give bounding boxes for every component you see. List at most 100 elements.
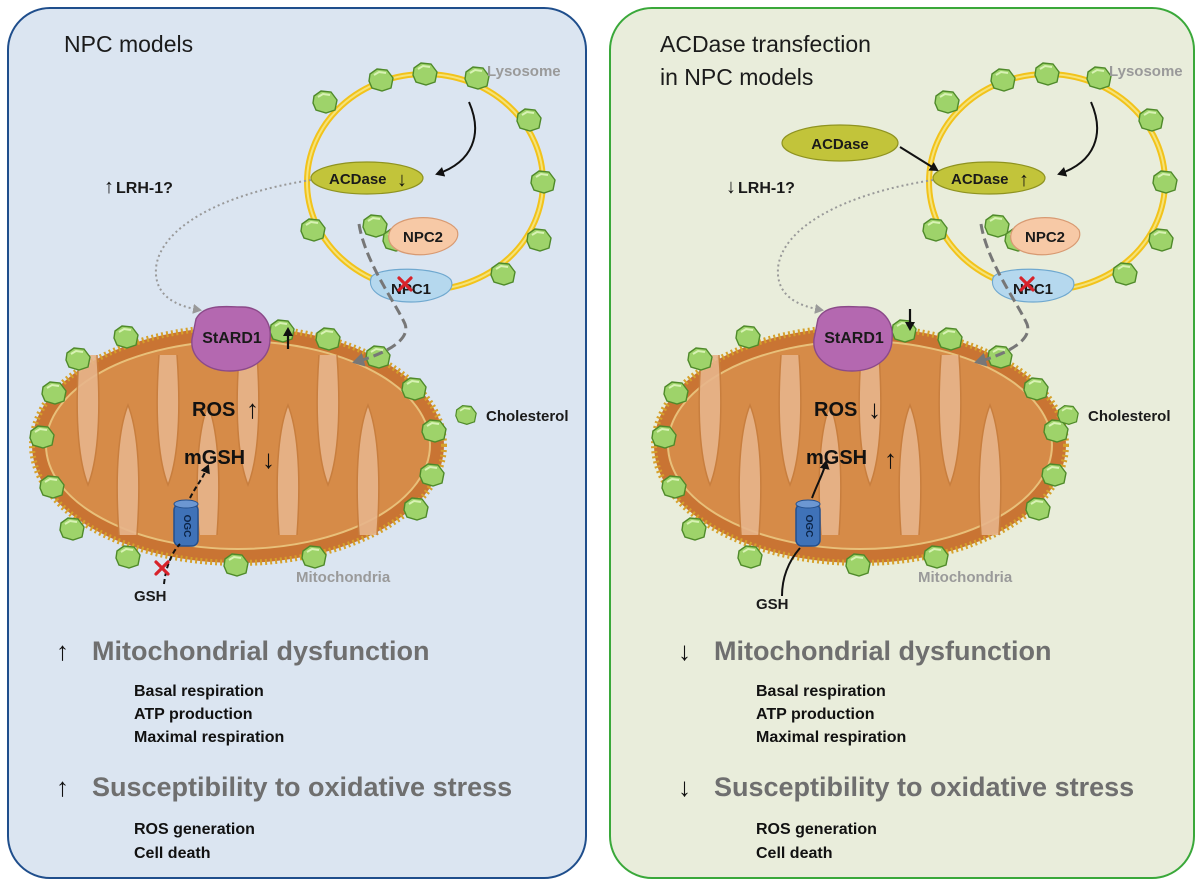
crista: [978, 402, 1002, 536]
cholesterol-molecule: [300, 218, 326, 242]
lrh-label: LRH-1?: [116, 180, 173, 197]
acdase-trend-icon: ↓: [397, 169, 407, 191]
mgsh-trend-icon: ↑: [884, 444, 897, 474]
cholesterol-molecule: [651, 425, 677, 449]
mgsh-trend-icon: ↓: [262, 444, 275, 474]
npc1-protein: [369, 268, 453, 303]
cholesterol-molecule: [29, 425, 55, 449]
cholesterol-molecule: [301, 545, 327, 569]
cholesterol-molecule: [530, 170, 556, 194]
effect-trend-icon: ↑: [56, 636, 69, 666]
stard1-label: StARD1: [202, 330, 262, 347]
cholesterol-molecule: [1148, 228, 1174, 252]
cholesterol-molecule: [419, 463, 445, 487]
cholesterol-molecule: [464, 66, 490, 90]
gsh-uptake-path: [781, 547, 801, 597]
effect-item: Basal respiration: [756, 683, 886, 700]
effect-item: ROS generation: [756, 821, 877, 838]
cholesterol-molecule: [269, 319, 295, 343]
ogc-label: OGC: [803, 515, 814, 538]
cholesterol-molecule: [845, 553, 871, 577]
cholesterol-molecule: [312, 90, 338, 114]
cholesterol-molecule: [661, 475, 687, 499]
effect-item: Maximal respiration: [756, 729, 906, 746]
cholesterol-molecule: [1041, 463, 1067, 487]
crista: [76, 354, 100, 488]
cholesterol-molecule: [1152, 170, 1178, 194]
acdase-external-label: ACDase: [811, 136, 869, 153]
gsh-uptake-path: [163, 543, 181, 585]
acdase-enzyme: [310, 161, 424, 195]
effect-heading-mitochondrial: Mitochondrial dysfunction: [92, 636, 430, 666]
cholesterol-legend-label: Cholesterol: [486, 408, 569, 425]
cholesterol-molecule: [368, 68, 394, 92]
acdase-activity-arrow: [1057, 101, 1099, 177]
cholesterol-molecule: [1043, 419, 1069, 443]
cholesterol-molecule: [455, 405, 477, 425]
block-x-icon: [1019, 276, 1035, 292]
cholesterol-molecule: [737, 545, 763, 569]
cholesterol-molecule: [1034, 62, 1060, 86]
lysosome-label: Lysosome: [1109, 63, 1183, 80]
acdase-trend-icon: ↑: [1019, 169, 1029, 191]
cholesterol-molecule: [490, 262, 516, 286]
cholesterol-molecule: [687, 347, 713, 371]
effect-heading-oxidative: Susceptibility to oxidative stress: [92, 772, 512, 802]
cholesterol-molecule: [1023, 377, 1049, 401]
effect-heading-mitochondrial: Mitochondrial dysfunction: [714, 636, 1052, 666]
diagram-right: LysosomeACDase↑ACDaseNPC2NPC1↓LRH-1?StAR…: [651, 62, 1183, 862]
ros-trend-icon: ↑: [246, 394, 259, 424]
crista: [698, 354, 722, 488]
npc2-label: NPC2: [403, 229, 443, 246]
effect-trend-icon: ↓: [678, 636, 691, 666]
mitochondria-label: Mitochondria: [918, 569, 1013, 586]
crista: [938, 354, 962, 488]
cholesterol-molecule: [922, 218, 948, 242]
crista: [858, 354, 882, 488]
stard1-protein: [191, 305, 271, 372]
cholesterol-transport-arrow: [352, 223, 408, 367]
cholesterol-molecule: [663, 381, 689, 405]
lrh-label: LRH-1?: [738, 180, 795, 197]
acdase-enzyme: [932, 161, 1046, 195]
mgsh-label: mGSH: [806, 447, 867, 469]
npc2-label: NPC2: [1025, 229, 1065, 246]
cholesterol-molecule: [403, 497, 429, 521]
effect-item: Maximal respiration: [134, 729, 284, 746]
mitochondria-label: Mitochondria: [296, 569, 391, 586]
effect-item: ATP production: [134, 706, 253, 723]
cholesterol-molecule: [59, 517, 85, 541]
cholesterol-molecule: [365, 345, 391, 369]
transfection-arrow: [899, 146, 939, 172]
cholesterol-molecule: [990, 68, 1016, 92]
lrh-trend-icon: ↓: [726, 176, 736, 198]
ros-label: ROS: [814, 399, 857, 421]
crista: [116, 402, 140, 536]
cholesterol-molecule: [937, 327, 963, 351]
panel-title-line-1: ACDase transfection: [660, 31, 871, 57]
stard1-label: StARD1: [824, 330, 884, 347]
cholesterol-molecule: [223, 553, 249, 577]
cholesterol-molecule: [421, 419, 447, 443]
gsh-label: GSH: [756, 596, 789, 613]
stard1-protein: [813, 305, 893, 372]
cholesterol-molecule: [735, 325, 761, 349]
crista: [898, 402, 922, 536]
acdase-transfected: [781, 124, 899, 162]
cholesterol-molecule: [39, 475, 65, 499]
panel-title-line-2: in NPC models: [660, 64, 813, 90]
crista: [316, 354, 340, 488]
npc2-protein: [388, 217, 459, 256]
panel-title: NPC models: [64, 31, 193, 57]
npc2-protein: [1010, 217, 1081, 256]
cholesterol-legend-label: Cholesterol: [1088, 408, 1171, 425]
crista: [778, 354, 802, 488]
cholesterol-molecule: [113, 325, 139, 349]
ros-label: ROS: [192, 399, 235, 421]
ogc-carrier-top: [795, 499, 821, 509]
cholesterol-molecule: [115, 545, 141, 569]
crista: [276, 402, 300, 536]
cholesterol-molecule: [41, 381, 67, 405]
effect-trend-icon: ↓: [678, 772, 691, 802]
